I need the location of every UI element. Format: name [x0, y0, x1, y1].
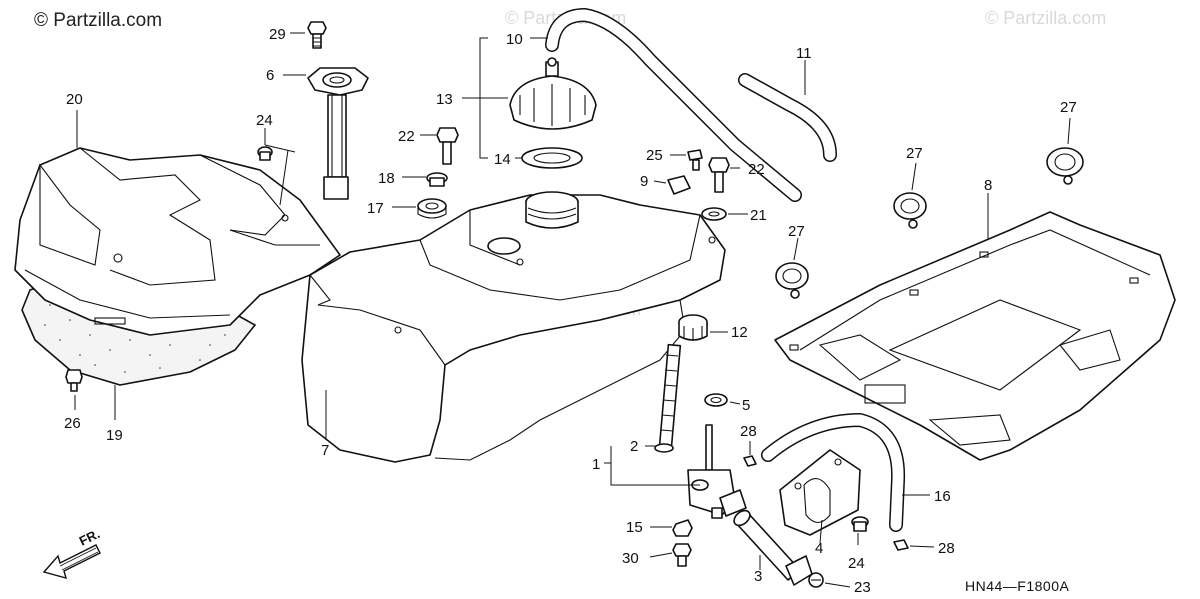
part-11-hose	[738, 73, 837, 162]
part-16-hose	[761, 412, 906, 532]
leader-lines	[74, 32, 1071, 588]
callout-4: 4	[815, 540, 823, 557]
callout-30: 30	[622, 550, 639, 567]
callout-5: 5	[742, 397, 750, 414]
callout-20: 20	[66, 91, 83, 108]
front-label: FR.	[77, 526, 102, 549]
callout-2: 2	[630, 438, 638, 455]
callout-12: 12	[731, 324, 748, 341]
callout-17: 17	[367, 200, 384, 217]
part-5-o-ring	[704, 393, 728, 407]
callout-8: 8	[984, 177, 992, 194]
callout-3: 3	[754, 568, 762, 585]
part-27-clamp-top	[1046, 147, 1084, 185]
watermark-main: © Partzilla.com	[34, 10, 162, 31]
callout-22-left: 22	[398, 128, 415, 145]
part-21-washer	[701, 207, 727, 221]
part-2-strainer	[654, 343, 682, 453]
part-30-bolt	[672, 543, 692, 567]
part-4-bracket	[779, 449, 861, 536]
callout-6: 6	[266, 67, 274, 84]
callout-28-bottom: 28	[938, 540, 955, 557]
callout-25: 25	[646, 147, 663, 164]
part-13-fuel-cap	[509, 57, 597, 130]
part-14-cap-seal	[521, 147, 583, 169]
callout-27-mid: 27	[906, 145, 923, 162]
callout-27-top: 27	[1060, 99, 1077, 116]
callout-labels: 29 6 20 24 10 13 11 22 14 18 17 25 9 22 …	[64, 26, 1077, 596]
part-20-side-cover	[14, 147, 341, 336]
part-22-bolt-left	[436, 127, 459, 165]
callout-14: 14	[494, 151, 511, 168]
part-23-screw	[808, 572, 824, 588]
callout-27-low: 27	[788, 223, 805, 240]
callout-1: 1	[592, 456, 600, 473]
part-28-clip-bottom	[893, 539, 909, 551]
part-27-clamp-low	[775, 262, 809, 299]
part-24-grommet-bottom	[851, 516, 869, 532]
callout-13: 13	[436, 91, 453, 108]
callout-19: 19	[106, 427, 123, 444]
part-22-bolt-right	[708, 157, 730, 193]
callout-28-top: 28	[740, 423, 757, 440]
part-9-clip	[667, 175, 691, 195]
part-1-fuel-valve	[687, 424, 747, 519]
part-7-fuel-tank	[301, 191, 726, 463]
part-25-bolt	[687, 149, 703, 171]
part-28-clip-top	[743, 455, 757, 467]
part-6-fuel-sender	[307, 67, 369, 200]
callout-21: 21	[750, 207, 767, 224]
callout-23: 23	[854, 579, 871, 596]
callout-11: 11	[796, 45, 812, 62]
part-12-grommet	[678, 314, 708, 341]
part-24-grommet-top	[257, 146, 273, 161]
callout-29: 29	[269, 26, 286, 43]
watermark-faint-right: © Partzilla.com	[985, 8, 1106, 28]
callout-18: 18	[378, 170, 395, 187]
diagram-code: HN44—F1800A	[965, 578, 1069, 594]
part-26-bolt	[65, 369, 83, 392]
callout-7: 7	[321, 442, 329, 459]
part-10-breather-hose	[545, 7, 802, 202]
callout-24-bottom: 24	[848, 555, 865, 572]
callout-24-top: 24	[256, 112, 273, 129]
part-15-nut	[672, 519, 693, 537]
front-direction-arrow: FR.	[42, 526, 102, 580]
part-18-collar	[426, 172, 448, 187]
callout-10: 10	[506, 31, 523, 48]
callout-26: 26	[64, 415, 81, 432]
callout-15: 15	[626, 519, 643, 536]
callout-22-right: 22	[748, 161, 765, 178]
callout-16: 16	[934, 488, 951, 505]
part-8-frame-plate	[774, 211, 1176, 461]
part-29-bolt	[307, 21, 327, 49]
part-27-clamp-mid	[893, 192, 927, 229]
callout-9: 9	[640, 173, 648, 190]
part-17-grommet	[417, 198, 447, 219]
